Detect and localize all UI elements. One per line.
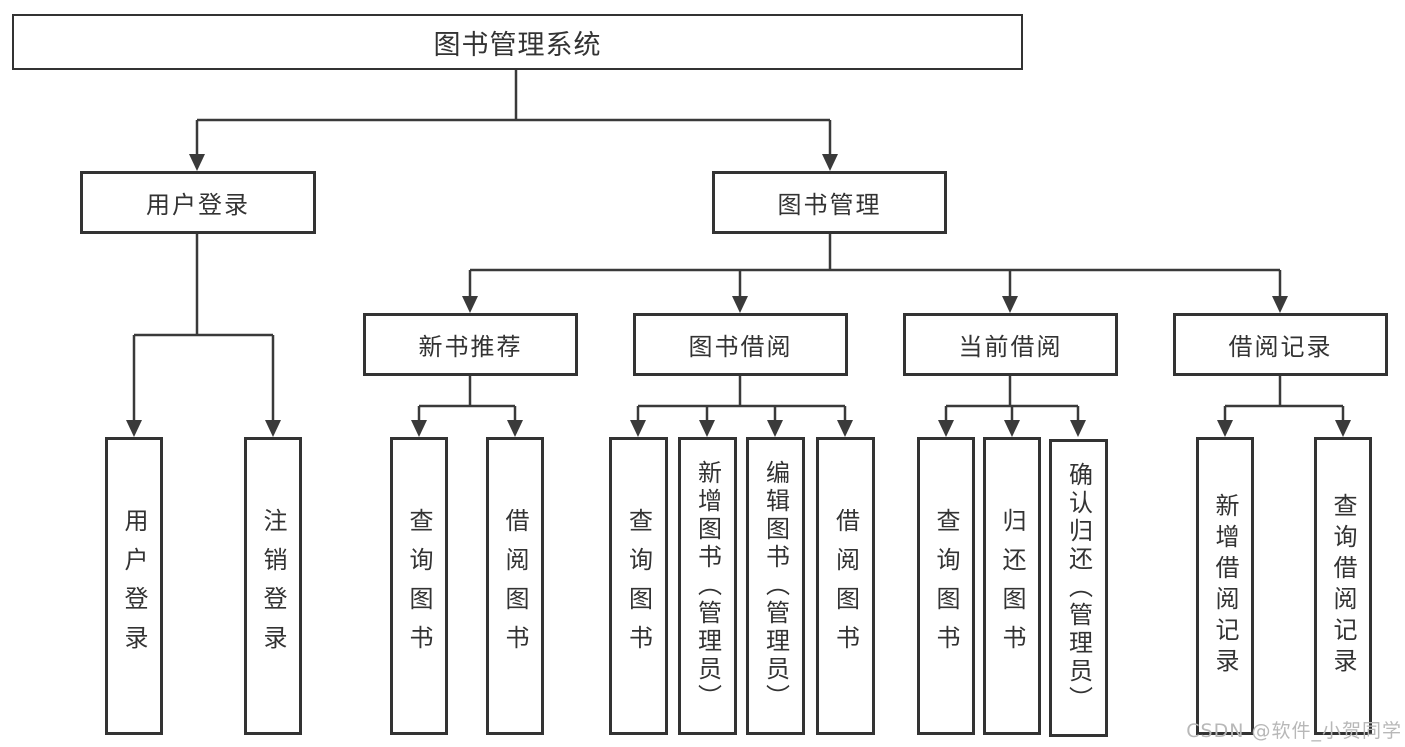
node-label: 借阅记录	[1228, 333, 1333, 361]
leaf-record-query-borrow-record: 查询借阅记录	[1314, 437, 1372, 735]
node-label: 用户登录	[146, 191, 250, 219]
node-user-login: 用户登录	[80, 171, 316, 234]
node-label: 图书借阅	[688, 333, 793, 361]
leaf-current-query-book: 查询图书	[917, 437, 975, 735]
leaf-borrow-borrow-book: 借阅图书	[816, 437, 875, 735]
leaf-current-return-book: 归还图书	[983, 437, 1041, 735]
leaf-borrow-add-book-admin: 新增图书（管理员）	[678, 437, 737, 735]
node-label: 图书管理系统	[433, 29, 602, 61]
leaf-user-login: 用户登录	[105, 437, 163, 735]
node-book-management: 图书管理	[712, 171, 947, 234]
leaf-logout-login: 注销登录	[244, 437, 302, 735]
node-label: 新书推荐	[418, 333, 523, 361]
arrowheads	[126, 154, 1351, 437]
node-borrow-records: 借阅记录	[1173, 313, 1388, 376]
leaf-record-add-borrow-record: 新增借阅记录	[1196, 437, 1254, 735]
node-label: 当前借阅	[958, 333, 1063, 361]
node-label: 图书管理	[777, 191, 882, 219]
csdn-watermark: CSDN @软件_小贺同学	[1186, 720, 1402, 742]
node-current-borrow: 当前借阅	[903, 313, 1118, 376]
leaf-current-confirm-return-admin: 确认归还（管理员）	[1049, 439, 1108, 737]
leaf-newbook-query-book: 查询图书	[390, 437, 448, 735]
leaf-borrow-query-book: 查询图书	[609, 437, 668, 735]
node-new-book-recommend: 新书推荐	[363, 313, 578, 376]
node-library-management-system: 图书管理系统	[12, 14, 1023, 70]
leaf-borrow-edit-book-admin: 编辑图书（管理员）	[746, 437, 805, 735]
node-book-borrow: 图书借阅	[633, 313, 848, 376]
leaf-newbook-borrow-book: 借阅图书	[486, 437, 544, 735]
